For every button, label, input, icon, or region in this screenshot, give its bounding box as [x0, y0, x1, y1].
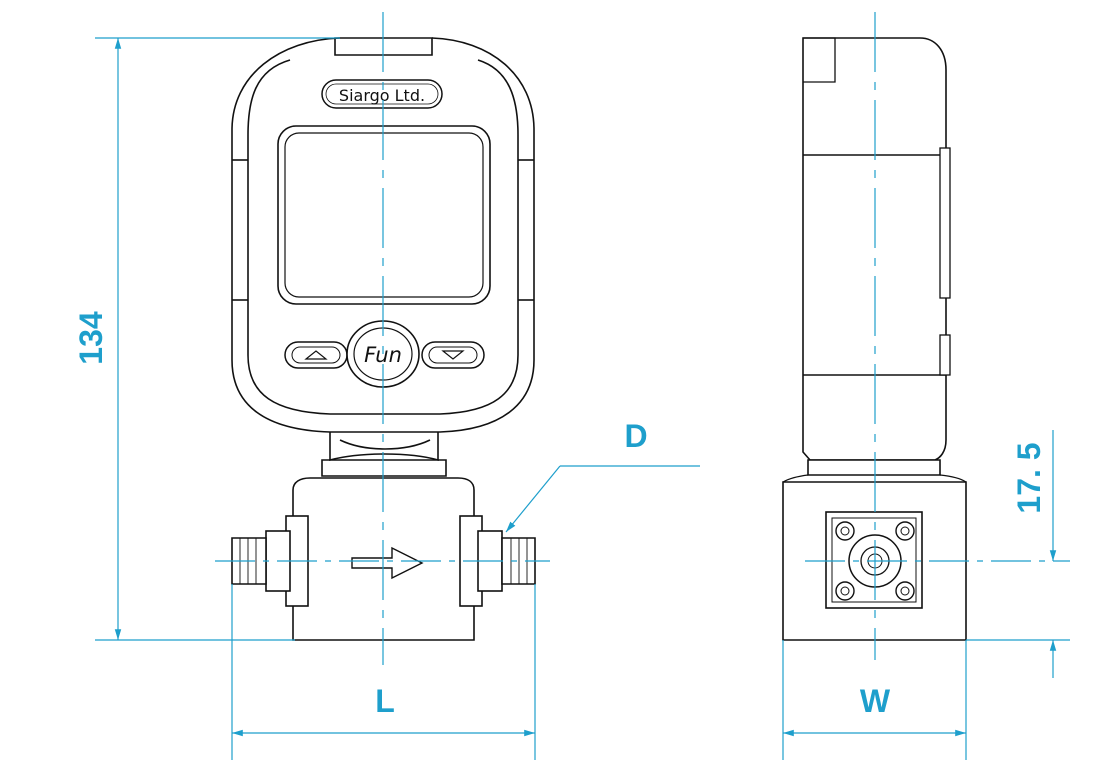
port-flange: [825, 511, 923, 609]
mounting-screw-top-right: [895, 521, 915, 541]
lcd-display: [277, 125, 491, 305]
port-height-dimension-label: 17. 5: [1011, 442, 1047, 513]
dimension-diameter-leader: [505, 465, 700, 533]
diameter-dimension-label: D: [624, 418, 647, 454]
mounting-screw-bottom-left: [835, 581, 855, 601]
down-arrow-icon: [441, 350, 465, 360]
fun-button[interactable]: Fun: [346, 320, 420, 388]
button-panel: Fun: [284, 320, 485, 388]
brand-label: Siargo Ltd.: [339, 86, 425, 105]
up-button[interactable]: [304, 350, 328, 360]
mounting-screw-top-left: [835, 521, 855, 541]
dimension-length: [231, 584, 536, 760]
length-dimension-label: L: [375, 683, 395, 719]
front-view: [231, 37, 535, 477]
brand-plate: Siargo Ltd.: [321, 79, 443, 109]
dimension-port-height: [966, 430, 1070, 678]
side-center-lines: [805, 12, 1070, 660]
dimension-width: [782, 640, 967, 760]
up-arrow-icon: [304, 350, 328, 360]
front-center-lines: [215, 12, 550, 665]
height-dimension-label: 134: [73, 311, 109, 365]
mounting-screw-bottom-right: [895, 581, 915, 601]
width-dimension-label: W: [860, 683, 891, 719]
dimension-height: [95, 37, 340, 641]
flow-direction-arrow-icon: [351, 546, 424, 580]
down-button[interactable]: [441, 350, 465, 360]
